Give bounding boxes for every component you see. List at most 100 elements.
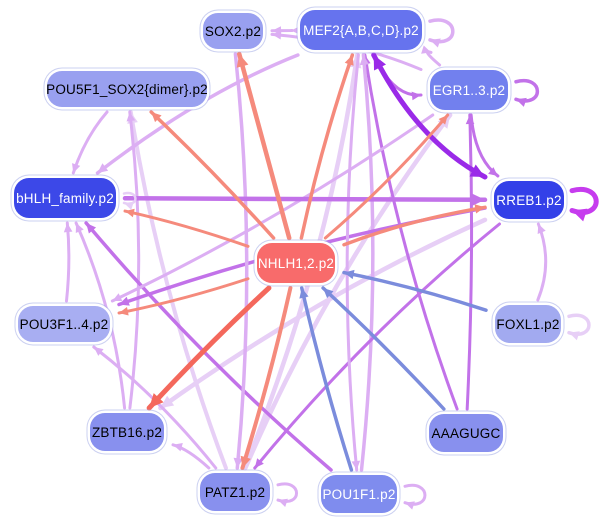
edge-mef2-pou1f1 [345,53,360,472]
edge-nhlh-rreb1 [342,205,487,247]
edge-zbtb16-pou5f1_sox2 [128,110,141,410]
edge-egr1-mef2-arrowhead [421,45,431,54]
node-patz1[interactable]: PATZ1.p2 [200,473,270,511]
edge-bhlh-rreb1-arrowhead [472,193,485,206]
self-loop-patz1-arrowhead [278,498,288,507]
edge-rreb1-patz1-arrowhead [254,458,264,468]
edge-nhlh-egr1 [323,113,450,240]
edge-zbtb16-pou5f1_sox2-arrowhead [126,112,136,122]
edge-aaagugc-mef2 [363,53,459,411]
node-bhlh[interactable]: bHLH_family.p2 [14,178,116,218]
edge-patz1-egr1 [243,112,453,471]
edge-nhlh-patz1-arrowhead [240,455,251,468]
node-foxl1[interactable]: FOXL1.p2 [495,305,561,343]
edge-patz1-zbtb16-arrowhead [173,443,183,452]
edge-aaagugc-nhlh-arrowhead [323,288,334,299]
edge-rreb1-pou3f1-arrowhead [119,296,130,306]
node-pou1f1[interactable]: POU1F1.p2 [321,475,397,513]
edge-nhlh-egr1-arrowhead [438,115,448,125]
edge-foxl1-rreb1-arrowhead [537,224,546,234]
edge-nhlh-zbtb16-arrowhead [149,393,164,408]
edge-rreb1-zbtb16-arrowhead [160,395,175,408]
edge-mef2-rreb1-arrowhead [469,164,485,178]
edge-nhlh-bhlh [123,209,250,248]
self-loop-rreb1-arrowhead [572,208,588,222]
edge-pou5f1_sox2-bhlh [71,110,109,175]
edge-egr1-pou3f1-arrowhead [112,293,123,302]
edge-foxl1-nhlh-arrowhead [344,269,355,280]
node-label-patz1: PATZ1.p2 [204,484,266,500]
node-label-sox2: SOX2.p2 [204,23,262,39]
edge-egr1-rreb1-arrowhead [488,167,498,176]
node-mef2[interactable]: MEF2{A,B,C,D}.p2 [300,10,422,50]
edge-nhlh-sox2-arrowhead [236,54,249,68]
edge-egr1-mef2 [426,50,442,67]
node-label-rreb1: RREB1.p2 [496,192,562,208]
self-loop-foxl1 [567,313,591,336]
edge-pou1f1-nhlh [300,286,354,472]
node-label-egr1: EGR1..3.p2 [432,82,506,98]
self-loop-egr1 [514,78,540,103]
edge-sox2-mef2-arrowhead [291,26,301,35]
edge-nhlh-rreb1-arrowhead [474,204,485,214]
edge-nhlh-patz1 [240,286,293,470]
node-nhlh[interactable]: NHLH1,2.p2 [257,243,335,283]
edge-patz1-pou3f1-arrowhead [93,347,104,356]
edge-nhlh-bhlh-arrowhead [125,208,135,218]
edge-pou1f1-mef2 [359,53,375,472]
node-label-pou3f1: POU3F1..4.p2 [19,316,109,332]
edge-foxl1-nhlh [342,270,488,312]
node-pou5f1_sox2[interactable]: POU5F1_SOX2{dimer}.p2 [46,71,208,107]
edge-pou3f1-bhlh-arrowhead [63,223,73,233]
node-label-mef2: MEF2{A,B,C,D}.p2 [303,22,419,38]
edge-nhlh-sox2 [236,51,292,241]
self-loop-mef2 [428,18,455,44]
self-loop-mef2-arrowhead [430,38,441,48]
node-egr1[interactable]: EGR1..3.p2 [430,70,508,110]
edge-aaagugc-egr1 [465,113,474,411]
edge-sox2-patz1 [233,52,249,470]
edge-foxl1-rreb1 [536,222,548,302]
edge-aaagugc-nhlh [321,286,446,411]
edge-sox2-patz1-arrowhead [233,457,243,468]
node-zbtb16[interactable]: ZBTB16.p2 [90,413,164,451]
edge-nhlh-mef2-arrowhead [344,55,354,66]
node-label-pou5f1_sox2: POU5F1_SOX2{dimer}.p2 [46,81,208,97]
edge-bhlh-rreb1 [122,196,488,203]
node-rreb1[interactable]: RREB1.p2 [494,181,564,219]
edge-rreb1-patz1 [253,222,501,470]
self-loop-foxl1-arrowhead [569,331,580,341]
node-label-pou1f1: POU1F1.p2 [322,486,396,502]
edge-mef2-pou1f1-arrowhead [351,460,361,470]
edge-pou3f1-bhlh [64,221,71,303]
edge-nhlh-zbtb16 [146,285,272,411]
self-loop-rreb1 [569,186,599,215]
self-loop-patz1 [276,482,298,503]
edge-pou1f1-nhlh-arrowhead [299,288,309,299]
self-loop-pou1f1 [403,483,427,506]
node-label-foxl1: FOXL1.p2 [496,316,560,332]
edge-mef2-egr1-arrowhead [411,91,421,101]
edge-mef2-bhlh-arrowhead [97,163,109,173]
edge-pou5f1_sox2-bhlh-arrowhead [72,163,81,173]
edge-nhlh-pou5f1_sox2 [149,110,276,240]
edge-nhlh-pou3f1 [117,277,250,315]
self-loop-bhlh-arrowhead [124,201,134,210]
edge-egr1-pou3f1 [110,113,435,303]
edge-nhlh-pou3f1-arrowhead [119,307,129,316]
node-pou3f1[interactable]: POU3F1..4.p2 [18,306,110,342]
edge-rreb1-zbtb16 [158,217,488,411]
edge-sox2-mef2-arrowhead [272,26,282,35]
node-label-aaagugc: AAAGUGC [431,425,501,441]
edge-mef2-rreb1 [371,52,488,180]
edge-pou1f1-mef2-arrowhead [359,55,370,66]
node-sox2[interactable]: SOX2.p2 [203,13,263,49]
edge-patz1-pou5f1_sox2 [128,110,228,470]
node-aaagugc[interactable]: AAAGUGC [429,414,503,452]
node-label-nhlh: NHLH1,2.p2 [257,255,335,271]
self-loop-egr1-arrowhead [516,97,527,107]
edge-nhlh-mef2 [299,53,355,240]
edge-pou1f1-bhlh-arrowhead [86,223,97,234]
